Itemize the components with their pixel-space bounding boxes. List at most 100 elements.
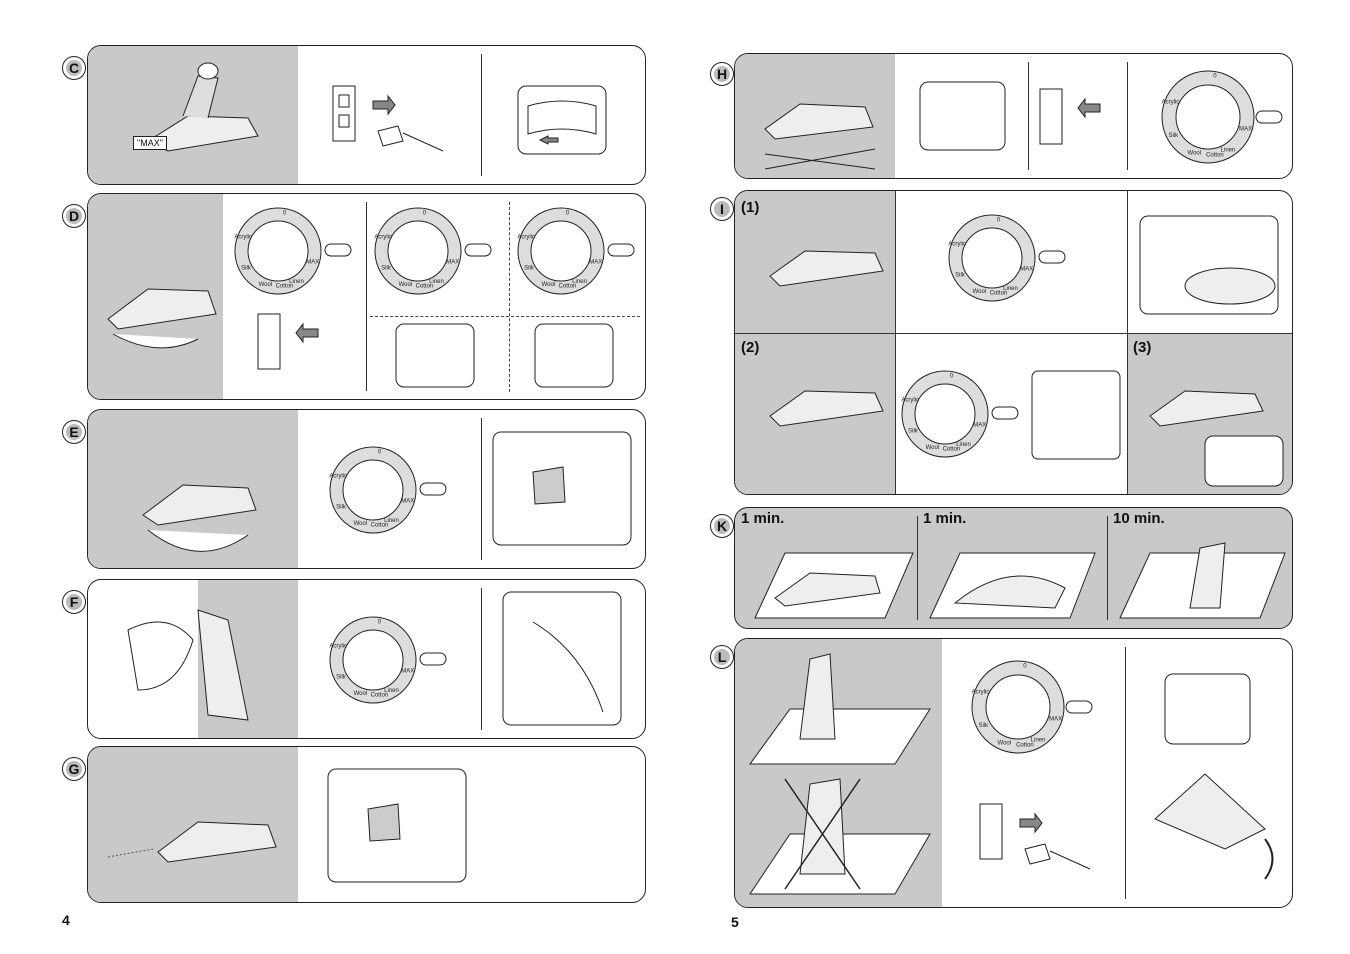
panel-i-left-bg bbox=[735, 191, 895, 494]
section-letter-e: E bbox=[62, 420, 86, 444]
section-letter-d: D bbox=[62, 204, 86, 228]
iron-illustration bbox=[1149, 390, 1284, 487]
dial-label: Linen bbox=[572, 279, 587, 285]
dial-label: Silk bbox=[336, 675, 347, 681]
dial-label: Wool bbox=[399, 282, 413, 288]
dial-label: Wool bbox=[354, 691, 368, 697]
dial-label: Silk bbox=[524, 266, 535, 272]
iron-illustration bbox=[107, 821, 277, 863]
dial-label: Linen bbox=[384, 688, 399, 694]
iron-illustration bbox=[769, 250, 884, 287]
dial-label: Cotton bbox=[416, 283, 434, 289]
dial-label: Silk bbox=[241, 266, 252, 272]
iron-illustration bbox=[1154, 773, 1274, 880]
wall-outlet-icon bbox=[1039, 88, 1101, 145]
dial-label: Acrylic bbox=[948, 241, 966, 247]
dial-label: Wool bbox=[973, 289, 987, 295]
wall-outlet-icon bbox=[257, 313, 319, 370]
iron-illustration bbox=[764, 103, 876, 170]
page-number-right: 5 bbox=[731, 914, 739, 930]
dial-label: MAX bbox=[589, 260, 602, 266]
dial-label: MAX bbox=[973, 423, 986, 429]
dial-label: MAX bbox=[1239, 127, 1252, 133]
step-label-3: (3) bbox=[1133, 339, 1152, 356]
time-label-2: 1 min. bbox=[923, 510, 967, 527]
wall-outlet-icon bbox=[332, 85, 444, 152]
iron-illustration bbox=[127, 609, 249, 721]
dial-label: Acrylic bbox=[374, 234, 392, 240]
dial-label: Cotton bbox=[559, 283, 577, 289]
section-letter-f: F bbox=[62, 590, 86, 614]
dial-label: Cotton bbox=[371, 522, 389, 528]
dial-label: Acrylic bbox=[234, 234, 252, 240]
step-label-1: (1) bbox=[741, 199, 760, 216]
steam-selector-icon bbox=[1164, 673, 1251, 745]
dial-label: Cotton bbox=[371, 692, 389, 698]
section-letter-h: H bbox=[710, 62, 734, 86]
dial-label: Acrylic bbox=[517, 234, 535, 240]
section-letter-k: K bbox=[710, 514, 734, 538]
dial-label: 0 bbox=[423, 211, 427, 217]
water-tank-icon bbox=[1031, 370, 1121, 460]
steam-selector-icon bbox=[395, 323, 475, 388]
dial-label: Linen bbox=[1031, 738, 1046, 744]
iron-illustration bbox=[107, 288, 217, 349]
dial-label: Acrylic bbox=[972, 689, 990, 695]
water-tank-icon bbox=[492, 431, 632, 546]
dial-label: MAX bbox=[1049, 717, 1062, 723]
ironing-board-icon bbox=[929, 552, 1096, 619]
dial-label: Wool bbox=[926, 445, 940, 451]
dial-label: Acrylic bbox=[329, 473, 347, 479]
section-letter-i: I bbox=[710, 197, 734, 221]
dial-label: MAX bbox=[401, 499, 414, 505]
dial-label: Silk bbox=[955, 273, 966, 279]
time-label-3: 10 min. bbox=[1113, 510, 1165, 527]
dial-label: Silk bbox=[979, 723, 990, 729]
wall-outlet-icon bbox=[979, 803, 1091, 870]
dial-label: 0 bbox=[566, 211, 570, 217]
dial-label: 0 bbox=[950, 374, 954, 380]
page-number-left: 4 bbox=[62, 912, 70, 928]
dial-label: Acrylic bbox=[901, 397, 919, 403]
dial-label: Cotton bbox=[276, 283, 294, 289]
section-letter-l: L bbox=[710, 645, 734, 669]
dial-label: Linen bbox=[289, 279, 304, 285]
dial-label: Cotton bbox=[1016, 742, 1034, 748]
dial-label: Wool bbox=[998, 741, 1012, 747]
step-label-2: (2) bbox=[741, 339, 760, 356]
dial-label: 0 bbox=[1023, 664, 1027, 670]
water-tank-icon bbox=[502, 591, 622, 726]
dial-label: 0 bbox=[283, 211, 287, 217]
steam-selector-icon bbox=[534, 323, 614, 388]
dial-label: Silk bbox=[381, 266, 392, 272]
dial-label: Linen bbox=[1221, 148, 1236, 154]
dial-label: MAX bbox=[446, 260, 459, 266]
iron-illustration bbox=[146, 62, 259, 152]
panel-k: 1 min. 1 min. 10 min. bbox=[734, 507, 1293, 629]
ironing-board-icon bbox=[749, 653, 931, 765]
dial-label: Acrylic bbox=[329, 643, 347, 649]
dial-label: MAX bbox=[1020, 267, 1033, 273]
dial-label: Silk bbox=[1169, 133, 1180, 139]
dial-label: Acrylic bbox=[1162, 99, 1180, 105]
dial-label: 0 bbox=[997, 218, 1001, 224]
water-tank-icon bbox=[1139, 215, 1279, 315]
dial-label: MAX bbox=[306, 260, 319, 266]
time-label-1: 1 min. bbox=[741, 510, 785, 527]
steam-selector-icon bbox=[919, 81, 1006, 151]
max-label: "MAX" bbox=[133, 136, 167, 150]
panel-c: "MAX" bbox=[87, 45, 646, 185]
dial-label: Cotton bbox=[1206, 152, 1224, 158]
iron-illustration bbox=[769, 390, 884, 427]
dial-label: 0 bbox=[378, 450, 382, 456]
